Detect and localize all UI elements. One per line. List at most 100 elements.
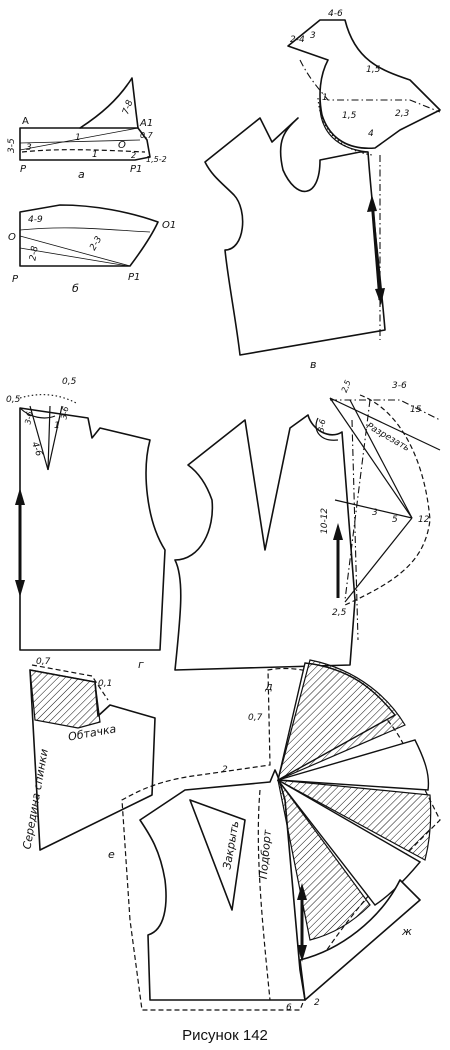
panel-b-outline [19,204,159,267]
panel-b-letter: б [72,282,79,295]
label-12: 12 [418,515,430,525]
panel-b-inner-1 [19,235,131,267]
panel-d-slash-2 [329,397,413,519]
label-razrezat: Разрезать [365,421,411,454]
panel-zh-sector-lower [299,879,421,1001]
panel-b: О О1 Р Р1 4-9 2-8 2-3 б [8,204,176,295]
panel-e-letter: е [108,848,115,861]
panel-d-dashdot-1 [330,399,441,421]
label-4-6: 4-6 [328,9,343,19]
label-2-5b: 2,5 [332,608,347,618]
label-3: 3 [372,508,378,518]
panel-g-dart-3 [47,405,63,471]
panel-v-letter: в [310,358,316,371]
panel-zh-letter: ж [401,925,412,938]
panel-v: 4-6 2-4 3 1,5 1 1,5 4 2,3 в [204,9,441,371]
panel-v-arrowhead-down [375,288,385,305]
panel-d-slash-6 [334,499,413,519]
label-7-8: 7-8 [121,99,136,116]
label-2-3: 2,3 [395,109,410,119]
panel-b-inner-2 [19,247,129,267]
label-4: 4 [368,129,374,139]
label-P1: Р1 [128,272,140,283]
panel-zh-facing-dash [257,789,271,1001]
label-10-12: 10-12 [320,508,330,534]
panel-d-letter: д [264,680,273,693]
panel-e-facing [29,669,101,729]
panel-d: 2,5 3-6 3-6 15 Разрезать 10-12 3 5 12 2,… [174,379,441,693]
label-P: Р [20,164,27,175]
panel-e-facing-dash [31,664,109,701]
label-1: 1 [322,93,328,103]
panel-g: 0,5 0,5 3-6 3-6 4-6 1 г [6,377,166,671]
panel-b-inner-curve [19,227,151,233]
label-5: 5 [392,515,398,525]
panel-d-sleeve-dash [344,394,431,606]
label-podbort: Подборт [257,829,274,880]
label-1-5-2: 1,5-2 [146,155,167,164]
panel-zh-arc-6 [277,779,371,941]
label-1: 1 [54,421,60,431]
label-O: О [8,232,16,243]
label-0-5b: 0,5 [62,377,77,387]
panel-v-dot [317,97,373,156]
label-O1: О1 [162,220,176,231]
figure-caption: Рисунок 142 [182,1027,268,1044]
label-3-6a: 3-6 [23,411,34,425]
panel-zh-arrowhead-down [297,945,307,962]
panel-v-arrow [370,199,382,301]
label-1a: 1 [75,133,81,143]
label-P1: Р1 [130,164,142,175]
panel-zh-arrowhead-up [297,883,307,900]
label-O: О [118,140,126,151]
panel-g-arrowhead-up [15,488,25,505]
panel-g-arrowhead-down [15,580,25,597]
label-0-7: 0,7 [36,657,51,667]
label-0-7: 0,7 [248,713,263,723]
label-A1: А1 [139,118,153,129]
label-1-5a: 1,5 [366,65,381,75]
label-2-5a: 2,5 [340,379,353,394]
panel-a-dash-curve [21,149,146,153]
label-0-1: 0,1 [98,679,112,689]
panel-zh: 0,7 2 Закрыть Подборт 6 2 ж [121,659,441,1013]
panel-v-dashdot [299,59,441,113]
panel-v-body [204,117,386,356]
panel-zh-arc-2 [277,659,406,782]
panel-g-dart-2 [47,405,51,471]
panel-d-slash-3 [349,399,413,519]
label-0-5a: 0,5 [6,395,21,405]
panel-d-slash-4 [344,399,371,601]
label-3: 3 [26,143,32,153]
panel-d-slash-5 [329,397,441,451]
label-15: 15 [410,405,422,415]
panel-zh-dart [189,799,246,911]
panel-a-letter: а [78,168,85,181]
panel-a-inner-line [19,139,141,144]
label-2b: 2 [314,998,320,1008]
label-4-9: 4-9 [28,215,43,225]
panel-d-arrowhead-up [333,523,343,540]
panel-a-top-curve [79,77,139,129]
panel-g-dart-1 [29,405,49,471]
label-3-5: 3-5 [7,138,17,153]
label-0-7: 0,7 [140,131,154,140]
label-2: 2 [131,151,136,160]
panel-g-letter: г [138,658,144,671]
panel-g-neck-dot [19,394,79,405]
label-1-5b: 1,5 [342,111,357,121]
label-2a: 2 [222,765,228,775]
panel-d-body [174,414,356,671]
label-4-6: 4-6 [29,441,44,458]
panel-zh-arc-3 [277,739,430,791]
panel-v-sleeve-top [287,19,441,150]
label-2-4: 2-4 [290,35,305,45]
panel-d-armhole [315,417,339,441]
label-3-6b: 3-6 [59,406,70,420]
panel-g-body [19,407,166,651]
panel-d-slash-1 [344,517,413,603]
label-P: Р [12,274,19,285]
label-2-8: 2-8 [28,245,40,261]
label-3-6a: 3-6 [392,381,407,391]
